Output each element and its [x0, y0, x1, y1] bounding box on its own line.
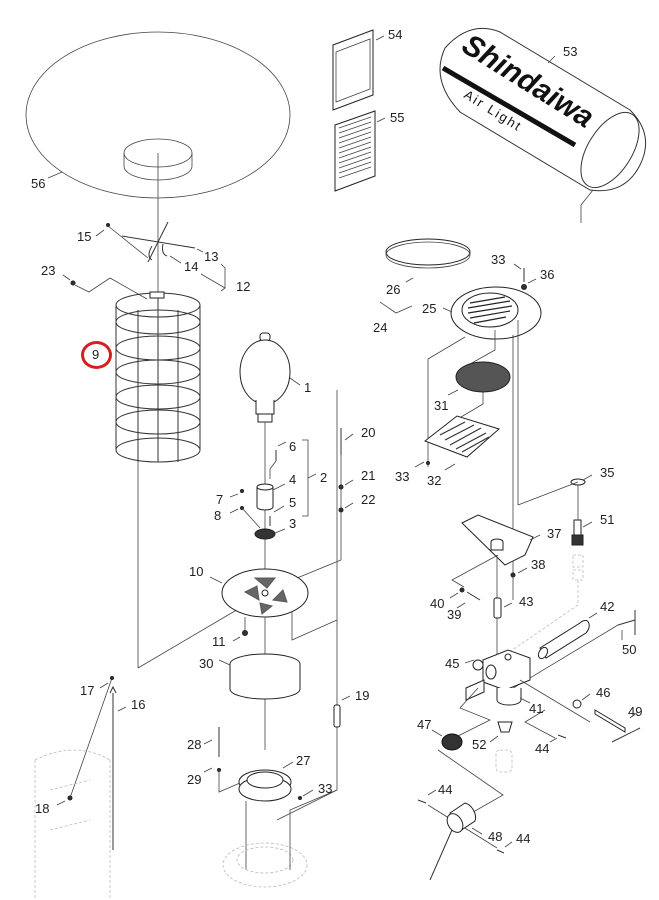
label-part-43: 43	[519, 594, 534, 609]
part-20-rod	[279, 428, 354, 586]
part-52-nozzle	[489, 721, 513, 773]
label-part-33-mid: 33	[395, 469, 410, 484]
part-25-top-flange	[427, 286, 542, 600]
part-54-label-sticker	[332, 29, 385, 111]
label-part-2: 2	[320, 470, 328, 485]
label-part-53: 53	[563, 44, 578, 59]
label-part-25: 25	[422, 301, 437, 316]
label-part-20: 20	[361, 425, 376, 440]
label-part-27: 27	[296, 753, 311, 768]
label-part-14: 14	[184, 259, 199, 274]
label-part-52: 52	[472, 737, 487, 752]
label-part-49: 49	[628, 704, 643, 719]
label-part-44-bottom: 44	[516, 831, 531, 846]
label-part-30: 30	[199, 656, 214, 671]
part-13-cross-bracket	[95, 221, 226, 292]
label-part-3: 3	[289, 516, 297, 531]
label-part-44-left: 44	[438, 782, 453, 797]
part-2-socket-assembly	[229, 439, 317, 540]
label-part-37: 37	[547, 526, 562, 541]
label-part-19: 19	[355, 688, 370, 703]
label-part-15: 15	[77, 229, 92, 244]
label-part-35: 35	[600, 465, 615, 480]
leader-line	[137, 607, 241, 669]
part-47-spring	[431, 729, 504, 816]
label-part-18: 18	[35, 801, 50, 816]
label-part-26: 26	[386, 282, 401, 297]
part-9-wire-cage	[115, 291, 201, 463]
label-part-21: 21	[361, 468, 376, 483]
label-part-51: 51	[600, 512, 615, 527]
label-part-47: 47	[417, 717, 432, 732]
label-part-41: 41	[529, 701, 544, 716]
part-1-lamp-bulb	[239, 332, 301, 580]
part-23-screw	[62, 274, 148, 300]
label-part-50: 50	[622, 642, 637, 657]
part-26-gasket-ring	[379, 238, 471, 314]
label-part-4: 4	[289, 472, 297, 487]
label-part-22: 22	[361, 492, 376, 507]
part-49-handle	[572, 693, 641, 743]
label-part-36: 36	[540, 267, 555, 282]
label-part-9: 9	[92, 347, 100, 362]
part-16-pole	[34, 676, 127, 900]
highlight-circle	[81, 341, 112, 369]
label-part-33-top: 33	[491, 252, 506, 267]
part-39-screw	[449, 587, 481, 609]
label-part-17: 17	[80, 683, 95, 698]
part-53-storage-bag: Shindaiwa Air Light	[439, 27, 647, 223]
label-part-8: 8	[214, 508, 222, 523]
label-part-56: 56	[31, 176, 46, 191]
part-30-ring-shroud	[218, 653, 301, 700]
part-55-label-sticker	[334, 110, 386, 192]
part-32-grille-plate	[414, 415, 501, 471]
label-part-48: 48	[488, 829, 503, 844]
label-part-12: 12	[236, 279, 251, 294]
part-37-mounting-bracket	[451, 514, 541, 588]
part-36-washer	[513, 263, 537, 290]
part-27-fan	[203, 727, 314, 870]
label-part-32: 32	[427, 473, 442, 488]
part-42-tube	[537, 612, 598, 660]
label-part-6: 6	[289, 439, 297, 454]
label-part-11: 11	[212, 634, 226, 649]
label-part-44-right: 44	[535, 741, 550, 756]
label-part-10: 10	[189, 564, 204, 579]
label-part-33: 33	[318, 781, 333, 796]
part-41-valve-body	[449, 649, 591, 741]
part-31-mesh-filter	[447, 361, 511, 418]
label-part-31: 31	[434, 398, 449, 413]
label-part-45: 45	[445, 656, 460, 671]
part-10-grille-plate	[209, 390, 338, 750]
label-part-24: 24	[373, 320, 388, 335]
label-part-55: 55	[390, 110, 405, 125]
label-part-54: 54	[388, 27, 403, 42]
label-part-29: 29	[187, 772, 202, 787]
label-part-23: 23	[41, 263, 56, 278]
label-part-40: 40	[430, 596, 445, 611]
ghost-base-housing	[222, 789, 338, 888]
part-35-cap	[517, 474, 593, 520]
label-part-39: 39	[447, 607, 462, 622]
label-part-13: 13	[204, 249, 219, 264]
part-48-socket-wrench	[429, 802, 483, 881]
label-part-16: 16	[131, 697, 146, 712]
label-part-28: 28	[187, 737, 202, 752]
label-part-1: 1	[304, 380, 312, 395]
label-part-42: 42	[600, 599, 615, 614]
label-part-38: 38	[531, 557, 546, 572]
part-51-valve	[507, 519, 593, 654]
label-part-7: 7	[216, 492, 224, 507]
label-part-46: 46	[596, 685, 611, 700]
label-part-5: 5	[289, 495, 297, 510]
